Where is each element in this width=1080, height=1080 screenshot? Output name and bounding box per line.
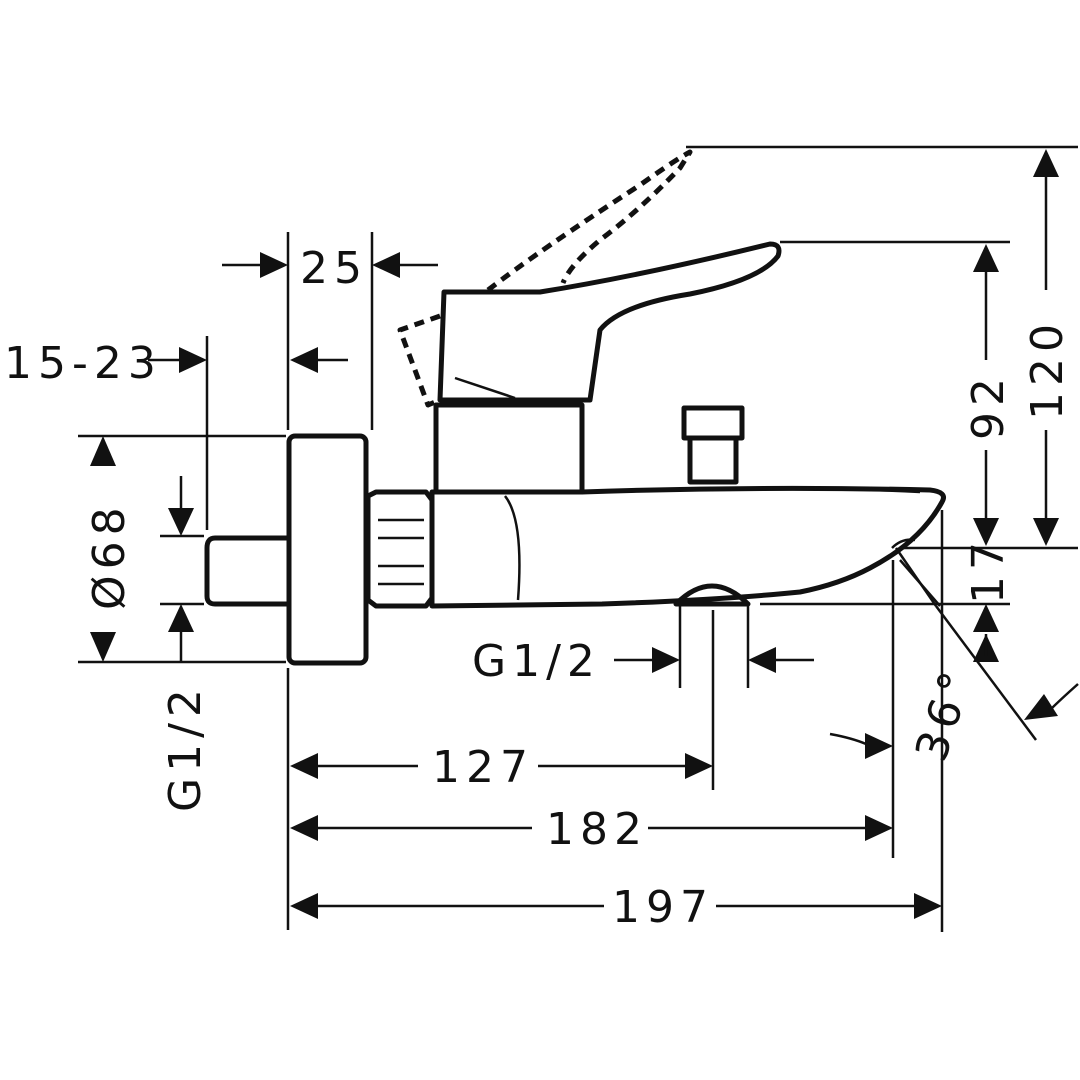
dim-182: 182 [290, 560, 895, 858]
dim-197: 197 [290, 510, 944, 933]
dim-127: 127 [290, 742, 713, 793]
dim-angle-36-label: 36° [906, 660, 984, 767]
dim-15-23-label: 15-23 [4, 338, 162, 389]
dim-17: 17 [963, 536, 1014, 662]
dim-127-label: 127 [432, 742, 534, 793]
dim-25-label: 25 [300, 243, 368, 294]
dim-197-label: 197 [612, 882, 714, 933]
dim-182-label: 182 [546, 804, 648, 855]
dim-15-23: 15-23 [4, 336, 348, 530]
lever-handle [437, 241, 782, 403]
dim-inlet-thread: G1/2 [160, 476, 211, 812]
dim-92: 92 [963, 244, 1014, 546]
dim-92-label: 92 [963, 372, 1014, 440]
wall-rosette [286, 433, 369, 666]
lever-alt-position [397, 313, 441, 408]
dim-inlet-thread-label: G1/2 [160, 683, 211, 812]
dim-angle-36: 36° [829, 547, 1079, 767]
faucet-body [204, 149, 946, 688]
dim-diameter-68: Ø68 [78, 434, 286, 664]
dim-diameter-68-label: Ø68 [84, 501, 135, 610]
inlet-pipe [204, 535, 291, 607]
dim-25: 25 [222, 232, 438, 430]
dim-outlet-thread: G1/2 [472, 610, 814, 790]
dim-outlet-thread-label: G1/2 [472, 636, 601, 687]
outlet-dome [673, 583, 751, 607]
diverter-knob [681, 405, 745, 441]
cartridge-neck [433, 402, 585, 495]
dim-17-label: 17 [963, 536, 1014, 604]
hex-nut [365, 489, 435, 609]
mixer-body [429, 485, 946, 609]
dim-120: 120 [1022, 149, 1073, 546]
dim-120-label: 120 [1022, 318, 1073, 420]
